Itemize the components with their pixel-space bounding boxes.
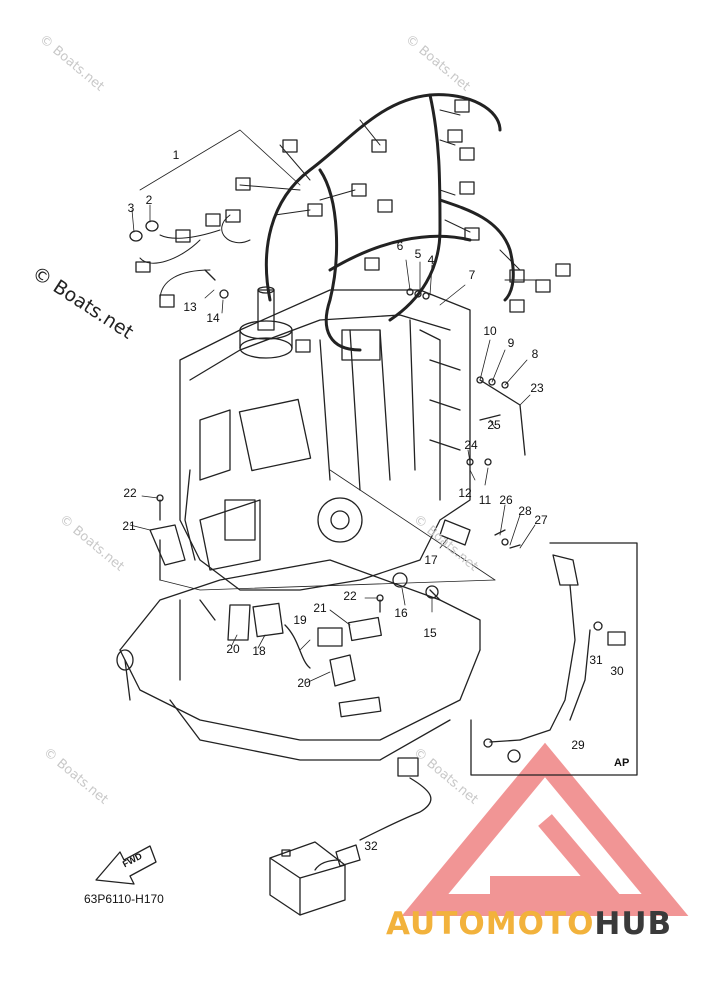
brand-part-3: HUB (594, 906, 673, 942)
part-label-22a[interactable]: 22 (123, 486, 137, 500)
part-label-19[interactable]: 19 (293, 613, 307, 627)
brand-part-1: AUTO (386, 906, 486, 942)
wire-harness (264, 93, 515, 352)
ap-inset (470, 542, 638, 776)
part-label-31[interactable]: 31 (589, 653, 603, 667)
sensor-group-left (129, 220, 229, 299)
part-label-18[interactable]: 18 (252, 644, 266, 658)
part-label-10[interactable]: 10 (483, 324, 497, 338)
part-label-27[interactable]: 27 (534, 513, 548, 527)
brand-wordmark: AUTOMOTOHUB (386, 906, 672, 942)
part-label-25[interactable]: 25 (487, 418, 501, 432)
part-label-9[interactable]: 9 (507, 336, 515, 350)
part-label-6[interactable]: 6 (396, 239, 404, 253)
crankshaft-top (239, 286, 293, 359)
engine-block (179, 289, 471, 591)
brand-logo-icon (401, 742, 689, 916)
inset-label: AP (614, 757, 630, 769)
battery-cable (314, 757, 432, 871)
part-label-20a[interactable]: 20 (226, 642, 240, 656)
part-label-1[interactable]: 1 (172, 148, 180, 162)
part-label-23[interactable]: 23 (530, 381, 544, 395)
part-label-24[interactable]: 24 (464, 438, 478, 452)
part-label-5[interactable]: 5 (414, 247, 422, 261)
connectors (159, 99, 571, 361)
part-label-3[interactable]: 3 (127, 201, 135, 215)
part-label-29[interactable]: 29 (571, 738, 585, 752)
part-label-8[interactable]: 8 (531, 347, 539, 361)
part-label-30[interactable]: 30 (610, 664, 624, 678)
part-label-15[interactable]: 15 (423, 626, 437, 640)
part-label-26[interactable]: 26 (499, 493, 513, 507)
part-label-2[interactable]: 2 (145, 193, 153, 207)
relay-components (227, 602, 356, 687)
part-label-21a[interactable]: 21 (122, 519, 136, 533)
part-label-32[interactable]: 32 (364, 839, 378, 853)
part-label-17[interactable]: 17 (424, 553, 438, 567)
brand-part-2: MOTO (485, 906, 595, 942)
part-label-11[interactable]: 11 (478, 493, 492, 507)
part-label-14[interactable]: 14 (206, 311, 220, 325)
drawing-code: 63P6110-H170 (84, 892, 164, 906)
leader-lines (129, 129, 536, 684)
harness-branches (139, 109, 541, 301)
part-label-16[interactable]: 16 (394, 606, 408, 620)
bottom-cowling (116, 559, 481, 761)
fwd-arrow-icon (95, 845, 157, 885)
part-label-12[interactable]: 12 (458, 486, 472, 500)
battery-icon (269, 841, 346, 916)
part-label-4[interactable]: 4 (427, 253, 435, 267)
part-label-28[interactable]: 28 (518, 504, 532, 518)
part-label-7[interactable]: 7 (468, 268, 476, 282)
bracket-assembly (149, 494, 384, 642)
part-label-20b[interactable]: 20 (297, 676, 311, 690)
part-label-22b[interactable]: 22 (343, 589, 357, 603)
part-label-13[interactable]: 13 (183, 300, 197, 314)
part-label-21b[interactable]: 21 (313, 601, 327, 615)
